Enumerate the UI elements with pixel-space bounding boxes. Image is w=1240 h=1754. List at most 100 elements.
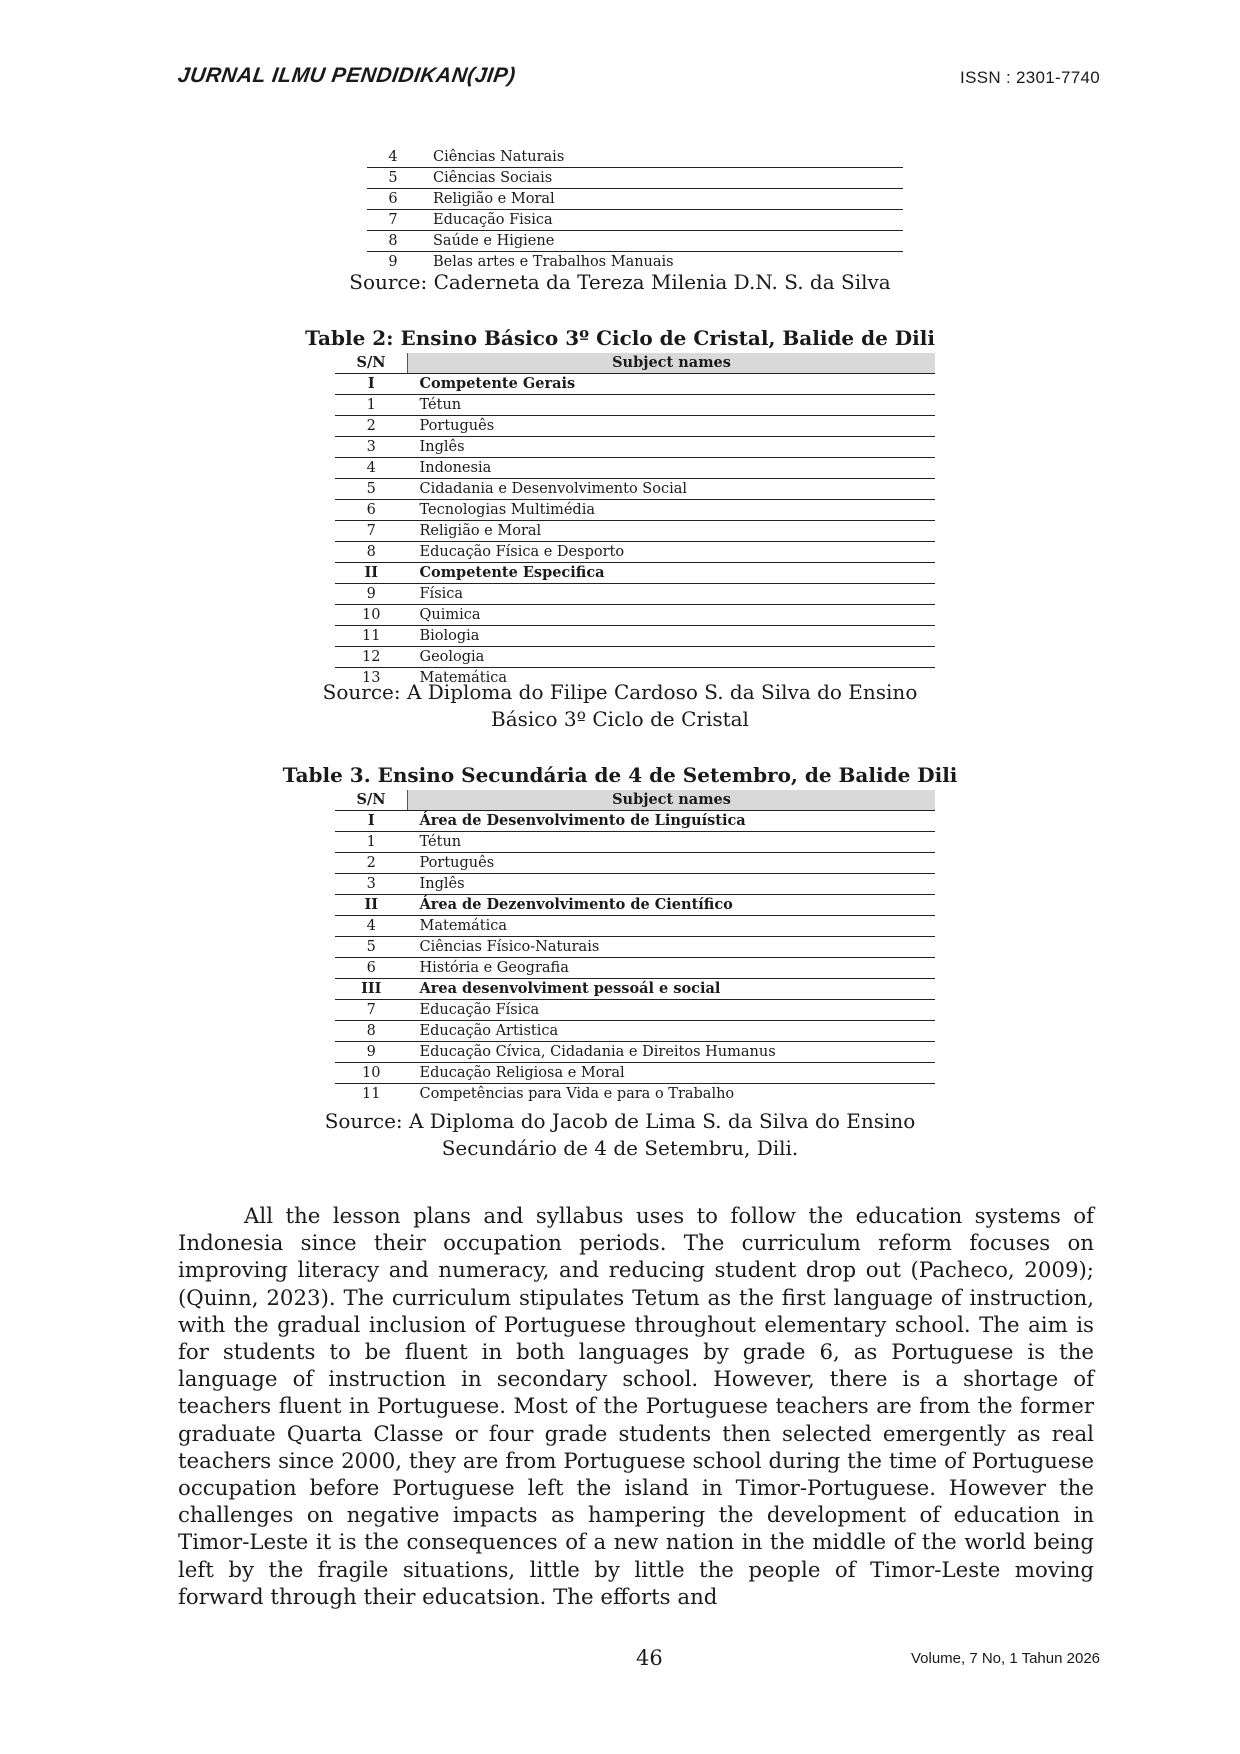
body-paragraph: All the lesson plans and syllabus uses t… xyxy=(178,1204,1094,1610)
table1-sn: 4 xyxy=(367,147,419,168)
table3-sn: III xyxy=(335,978,408,1000)
table3-sn: 4 xyxy=(335,915,408,937)
table3-sn: II xyxy=(335,894,408,916)
table3-sn: 9 xyxy=(335,1041,408,1063)
table2-subject: Geologia xyxy=(407,646,935,668)
table3-subject: Ciências Físico-Naturais xyxy=(407,936,935,958)
table3-subject: Área de Desenvolvimento de Linguística xyxy=(407,810,935,832)
table1-subject: Ciências Sociais xyxy=(419,167,903,189)
table2-sn: 2 xyxy=(335,415,408,437)
table3-subject: Português xyxy=(407,852,935,874)
table2-subject: Inglês xyxy=(407,436,935,458)
table2-sn: 6 xyxy=(335,499,408,521)
table2-sn: 4 xyxy=(335,457,408,479)
table2-subject: Educação Física e Desporto xyxy=(407,541,935,563)
table2-subject: Religião e Moral xyxy=(407,520,935,542)
table1-sn: 7 xyxy=(367,209,419,231)
table2-subject: Competente Gerais xyxy=(407,373,935,395)
table2-sn: 7 xyxy=(335,520,408,542)
table2-sn: 9 xyxy=(335,583,408,605)
table1-subject: Ciências Naturais xyxy=(419,147,903,168)
table2-sn: 13 xyxy=(362,670,381,686)
table2-subject: Quimica xyxy=(407,604,935,626)
table2-sn: 3 xyxy=(335,436,408,458)
table2-subject: Física xyxy=(407,583,935,605)
page-number: 46 xyxy=(636,1646,663,1670)
table3-subject: Educação Cívica, Cidadania e Direitos Hu… xyxy=(407,1041,935,1063)
table2-subject: Tecnologias Multimédia xyxy=(407,499,935,521)
table3-sn: 8 xyxy=(335,1020,408,1042)
table2-subject: Português xyxy=(407,415,935,437)
journal-name: JURNAL ILMU PENDIDIKAN(JIP) xyxy=(176,64,518,87)
table3-subject: Matemática xyxy=(407,915,935,937)
table2-source-line1: Source: A Diploma do Filipe Cardoso S. d… xyxy=(322,680,918,704)
table3-sn: 10 xyxy=(335,1062,408,1084)
table1-sn: 8 xyxy=(367,230,419,252)
table3-subject: Educação Religiosa e Moral xyxy=(407,1062,935,1084)
table2-source-line2: Básico 3º Ciclo de Cristal xyxy=(491,707,749,731)
table3-subject: Competências para Vida e para o Trabalho xyxy=(419,1086,735,1102)
table3-sn: 5 xyxy=(335,936,408,958)
table2-header-name: Subject names xyxy=(407,353,935,374)
table1-subject: Educação Fisica xyxy=(419,209,903,231)
table3-subject: Inglês xyxy=(407,873,935,895)
table3-sn: 11 xyxy=(362,1086,381,1102)
table2-subject: Indonesia xyxy=(407,457,935,479)
table2-sn: II xyxy=(335,562,408,584)
table2-subject: Cidadania e Desenvolvimento Social xyxy=(407,478,935,500)
table2-sn: 10 xyxy=(335,604,408,626)
table3-sn: 6 xyxy=(335,957,408,979)
table2-sn: 8 xyxy=(335,541,408,563)
table1-subject: Saúde e Higiene xyxy=(419,230,903,252)
table3-header-name: Subject names xyxy=(407,790,935,811)
table2-subject: Matemática xyxy=(419,670,508,686)
table3-subject: Area desenvolviment pessoál e social xyxy=(407,978,935,1000)
table3-sn: 2 xyxy=(335,852,408,874)
table3-sn: I xyxy=(335,810,408,832)
table3-subject: Área de Dezenvolvimento de Científico xyxy=(407,894,935,916)
table3-subject: Educação Artistica xyxy=(407,1020,935,1042)
table1-sn: 6 xyxy=(367,188,419,210)
table3-sn: 7 xyxy=(335,999,408,1021)
table1-subject: Religião e Moral xyxy=(419,188,903,210)
table3-subject: História e Geografia xyxy=(407,957,935,979)
table3-sn: 3 xyxy=(335,873,408,895)
issn: ISSN : 2301-7740 xyxy=(960,68,1100,87)
volume-info: Volume, 7 No, 1 Tahun 2026 xyxy=(910,1650,1100,1667)
table2-header-sn: S/N xyxy=(335,353,408,374)
table1-subject: Belas artes e Trabalhos Manuais xyxy=(433,254,674,270)
table3-row: 11 Competências para Vida e para o Trabal… xyxy=(335,1084,935,1105)
table2-sn: 1 xyxy=(335,394,408,416)
table3-header-sn: S/N xyxy=(335,790,408,811)
table3-subject: Tétun xyxy=(407,831,935,853)
table3-source-line2: Secundário de 4 de Setembru, Dili. xyxy=(441,1136,799,1160)
table2-sn: 11 xyxy=(335,625,408,647)
table1-sn: 5 xyxy=(367,167,419,189)
